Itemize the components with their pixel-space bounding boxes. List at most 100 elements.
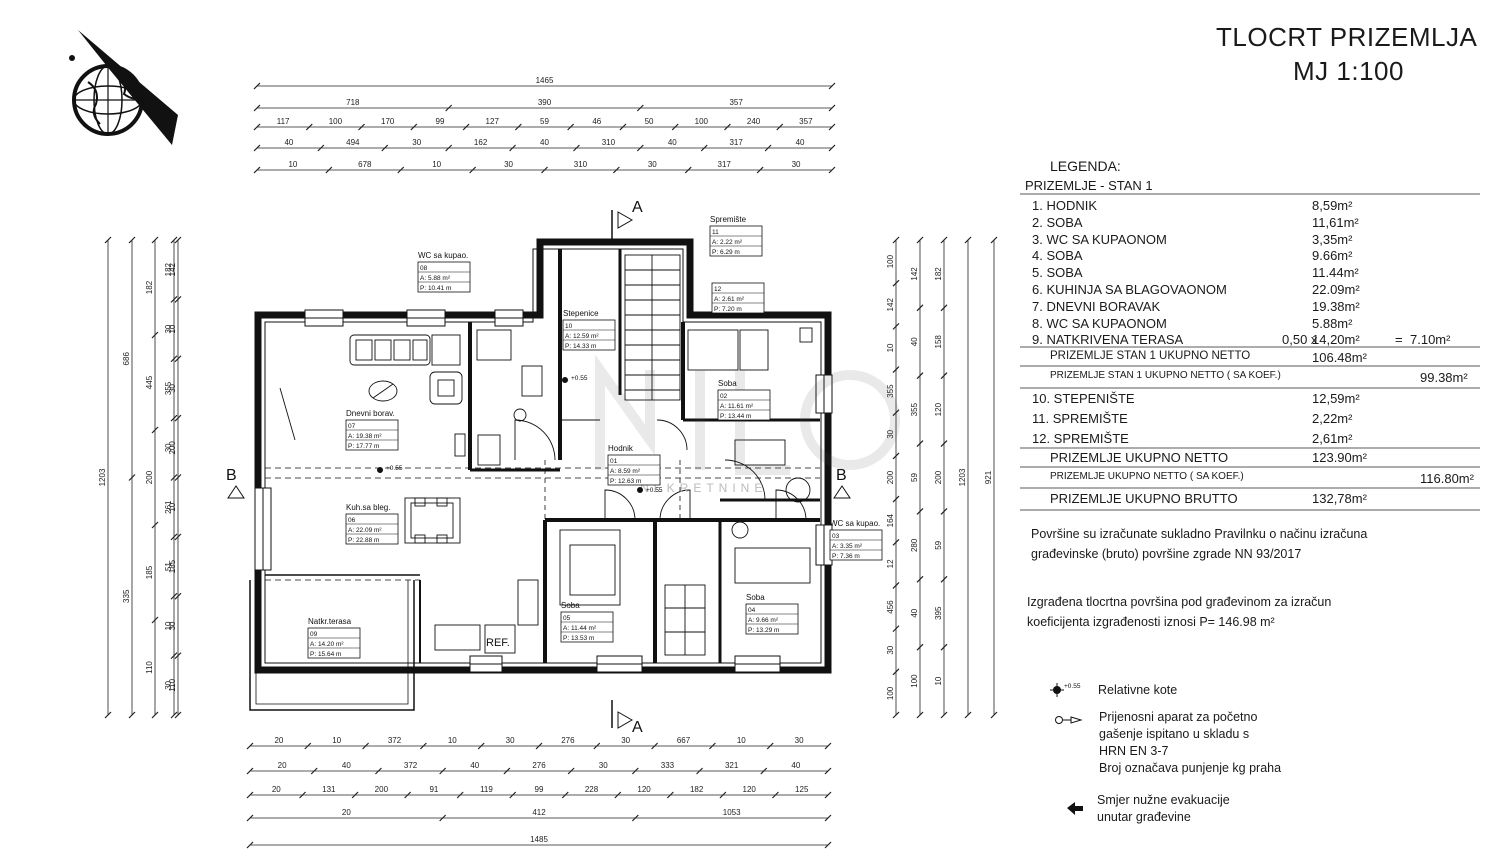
dimension-label: 357 (799, 117, 813, 126)
symbol-text: unutar građevine (1097, 810, 1191, 824)
dimension-label: 30 (599, 761, 608, 770)
dimension-label: 200 (145, 470, 154, 484)
dimension-label: 127 (486, 117, 500, 126)
dimension-label: 200 (375, 785, 389, 794)
level-mark-sample: +0.55 (1064, 683, 1081, 690)
dimension-label: 59 (910, 473, 919, 482)
dimension-label: 40 (791, 761, 800, 770)
watermark-text: NEKRETNINE (640, 481, 767, 495)
room-name: Dnevni borav. (346, 409, 395, 418)
room-tag: Dnevni borav.07A: 19.38 m²P: 17.77 m (345, 409, 399, 451)
room-number: 12 (714, 286, 722, 293)
dimension-label: 30 (412, 138, 421, 147)
room-area: A: 9.66 m² (748, 617, 779, 624)
level-mark: +0.55 (646, 487, 663, 494)
dimension-label: 40 (668, 138, 677, 147)
dimension-label: 117 (277, 117, 290, 126)
room-area: A: 2.61 m² (714, 296, 745, 303)
room-perimeter: P: 6.29 m (712, 249, 740, 256)
room-perimeter: P: 22.88 m (348, 537, 379, 544)
room-perimeter: P: 13.29 m (748, 627, 779, 634)
dimension-label: 395 (934, 606, 943, 620)
room-tag: Kuh.sa bleg.06A: 22.09 m²P: 22.88 m (345, 503, 399, 545)
evacuation-arrow-icon (1067, 802, 1083, 815)
windows (254, 309, 833, 673)
symbol-text: Smjer nužne evakuacije (1097, 793, 1230, 807)
dimension-label: 10 (432, 160, 441, 169)
dimension-label: 678 (358, 160, 372, 169)
room-area: A: 11.44 m² (563, 625, 597, 632)
dimension-label: 120 (934, 402, 943, 416)
dimension-label: 182 (164, 262, 173, 276)
room-area: A: 11.61 m² (720, 403, 754, 410)
dimension-label: 162 (474, 138, 488, 147)
room-number: 03 (832, 533, 840, 540)
room-area: A: 12.59 m² (565, 333, 599, 340)
room-perimeter: P: 13.53 m (563, 635, 594, 642)
staircase-icon (624, 254, 681, 401)
dimension-label: 40 (284, 138, 293, 147)
note-line: koeficijenta izgrađenosti iznosi P= 146.… (1027, 615, 1275, 629)
dimension-label: 333 (661, 761, 675, 770)
dimension-label: 20 (272, 785, 281, 794)
dimension-label: 46 (592, 117, 601, 126)
dimension-label: 355 (164, 381, 173, 395)
dimension-label: 494 (346, 138, 360, 147)
room-number: 05 (563, 615, 571, 622)
dimension-label: 355 (910, 402, 919, 416)
room-area: A: 3.35 m² (832, 543, 863, 550)
section-a-top: A (632, 199, 643, 216)
room-perimeter: P: 14.33 m (565, 343, 596, 350)
dimension-label: 59 (934, 540, 943, 549)
level-mark: +0.55 (571, 375, 588, 382)
room-name: Hodnik (608, 444, 634, 453)
dimension-label: 10 (168, 324, 177, 333)
room-number: 02 (720, 393, 728, 400)
room-area: A: 5.88 m² (420, 275, 451, 282)
dimension-label: 355 (886, 384, 895, 398)
dimension-label: 686 (122, 352, 131, 366)
dimension-label: 50 (645, 117, 654, 126)
dimension-label: 30 (506, 736, 515, 745)
dimension-label: 40 (342, 761, 351, 770)
dimension-label: 142 (168, 262, 177, 276)
dimension-label: 667 (677, 736, 691, 745)
dimension-label: 20 (342, 808, 351, 817)
symbol-text: Prijenosni aparat za početno (1099, 710, 1258, 724)
dimension-label: 30 (648, 160, 657, 169)
dimension-label: 100 (329, 117, 343, 126)
section-b-right: B (836, 467, 847, 484)
section-a-bottom: A (632, 719, 643, 736)
room-number: 09 (310, 631, 318, 638)
note-area-calculation: Površine su izračunate sukladno Pravilnk… (1031, 524, 1367, 564)
dimension-label: 20 (274, 736, 283, 745)
section-markers: A A B B (226, 199, 851, 736)
dimension-label: 280 (910, 538, 919, 552)
dimension-label: 310 (602, 138, 616, 147)
legend-koef-row: PRIZEMLJE UKUPNO NETTO ( SA KOEF.)116.80… (1050, 471, 1474, 486)
dimension-label: 170 (381, 117, 395, 126)
symbol-text: gašenje ispitano u skladu s (1099, 727, 1250, 741)
dimension-label: 1203 (98, 468, 107, 486)
level-mark: +0.55 (386, 465, 403, 472)
legend-lines (1020, 193, 1480, 511)
dimension-label: 1485 (530, 835, 548, 844)
symbol-text: Broj označava punjenje kg praha (1099, 761, 1282, 775)
dimension-label: 125 (795, 785, 809, 794)
dimension-label: 142 (886, 298, 895, 312)
symbol-evacuation-label: Smjer nužne evakuacije unutar građevine (1097, 792, 1230, 826)
room-number: 10 (565, 323, 573, 330)
dimension-label: 40 (470, 761, 479, 770)
room-perimeter: P: 15.64 m (310, 651, 341, 658)
dimension-label: 100 (886, 254, 895, 268)
note-line: građevinske (bruto) površine zgrade NN 9… (1031, 547, 1302, 561)
dimension-label: 30 (164, 443, 173, 452)
legend-koef-row: PRIZEMLJE STAN 1 UKUPNO NETTO ( SA KOEF.… (1050, 370, 1468, 385)
